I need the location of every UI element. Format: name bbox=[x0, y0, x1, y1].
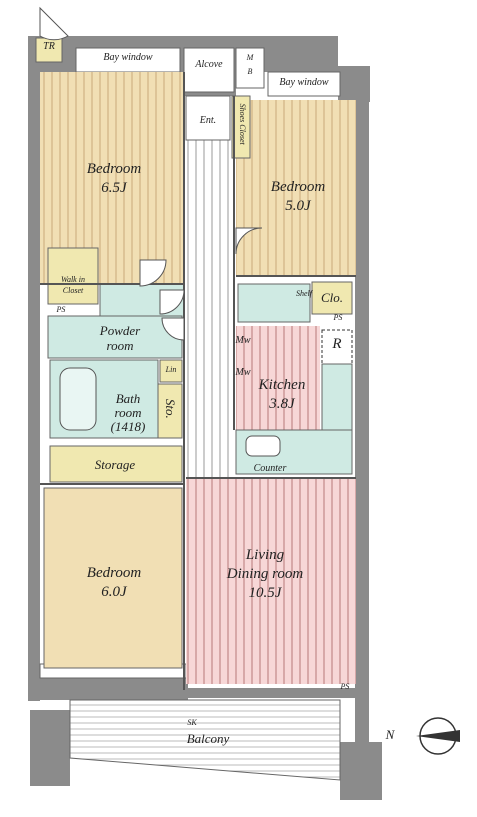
storage-floor bbox=[49, 445, 183, 483]
balcony-label: Balcony bbox=[186, 731, 230, 746]
alcove-label: Alcove bbox=[195, 59, 223, 70]
bay-window-right-label: Bay window bbox=[279, 77, 329, 88]
bath-room-label-2: room bbox=[114, 405, 142, 420]
bedroom-ne-name: Bedroom bbox=[270, 179, 326, 195]
ps-bottom-label: PS bbox=[340, 682, 350, 691]
shoes-closet-box bbox=[231, 95, 251, 159]
door-swings bbox=[39, 6, 263, 341]
kitchen-floor bbox=[236, 326, 320, 430]
bathtub bbox=[59, 367, 97, 431]
bay-window-left-label: Bay window bbox=[103, 52, 153, 63]
compass-icon bbox=[416, 717, 460, 755]
alcove-box bbox=[183, 47, 235, 93]
kitchen-size: 3.8J bbox=[269, 396, 295, 412]
shelf-label: Shelf bbox=[296, 289, 312, 298]
balcony-floor bbox=[69, 699, 341, 781]
kitchen-name: Kitchen bbox=[258, 377, 306, 393]
living-label-2: Dining room bbox=[226, 566, 304, 582]
shoes-closet-label: Shoes Closet bbox=[238, 103, 248, 145]
living-label-1: Living bbox=[245, 547, 285, 563]
bedroom-nw-size: 6.5J bbox=[101, 180, 127, 196]
powder-room-label-1: Powder bbox=[99, 323, 141, 338]
kitchen-counter bbox=[321, 363, 353, 431]
corridor-floor bbox=[184, 140, 230, 510]
bedroom-ne-floor bbox=[236, 100, 356, 276]
walk-in-label-2: Closet bbox=[62, 286, 84, 295]
sink bbox=[245, 435, 281, 457]
powder-room-label-2: room bbox=[106, 338, 134, 353]
storage-small-label: Sto. bbox=[162, 398, 178, 419]
closet-ne bbox=[237, 283, 311, 323]
tr-label: TR bbox=[43, 41, 55, 52]
clo-label: Clo. bbox=[320, 290, 344, 305]
linen-box bbox=[159, 359, 183, 383]
bedroom-sw-size: 6.0J bbox=[101, 584, 127, 600]
interior-walls bbox=[40, 72, 356, 690]
ps-right-label: PS bbox=[333, 313, 343, 322]
bath-room-label-3: (1418) bbox=[110, 419, 146, 434]
entrance-floor bbox=[185, 95, 231, 141]
living-floor bbox=[186, 478, 356, 684]
ps-left-label: PS bbox=[56, 305, 66, 314]
powder-room-floor bbox=[47, 315, 183, 359]
sk-label: SK bbox=[187, 718, 197, 727]
walk-in-closet-floor bbox=[47, 247, 99, 305]
mb-top-label: M bbox=[246, 53, 254, 62]
bedroom-nw-name: Bedroom bbox=[86, 161, 142, 177]
bath-room-label-1: Bath bbox=[115, 391, 141, 406]
compass-n-label: N bbox=[385, 727, 395, 742]
mw-label-2: Mw bbox=[235, 367, 251, 378]
mw-label-1: Mw bbox=[235, 335, 251, 346]
tr-box bbox=[35, 37, 63, 63]
mb-box bbox=[235, 47, 265, 89]
fridge-label: R bbox=[332, 336, 342, 352]
bedroom-sw-name: Bedroom bbox=[86, 565, 142, 581]
bedroom-sw-floor bbox=[43, 487, 183, 669]
living-size: 10.5J bbox=[248, 585, 282, 601]
counter-label: Counter bbox=[253, 463, 287, 474]
entrance-label: Ent. bbox=[199, 115, 217, 126]
mb-bottom-label: B bbox=[247, 67, 253, 76]
storage-label: Storage bbox=[94, 457, 136, 472]
bedroom-ne-size: 5.0J bbox=[285, 198, 311, 214]
clo-box bbox=[311, 281, 353, 315]
walk-in-label-1: Walk in bbox=[61, 275, 85, 284]
linen-label: Lin bbox=[165, 365, 177, 374]
fridge-box bbox=[321, 329, 353, 365]
storage-small-box bbox=[157, 383, 183, 439]
